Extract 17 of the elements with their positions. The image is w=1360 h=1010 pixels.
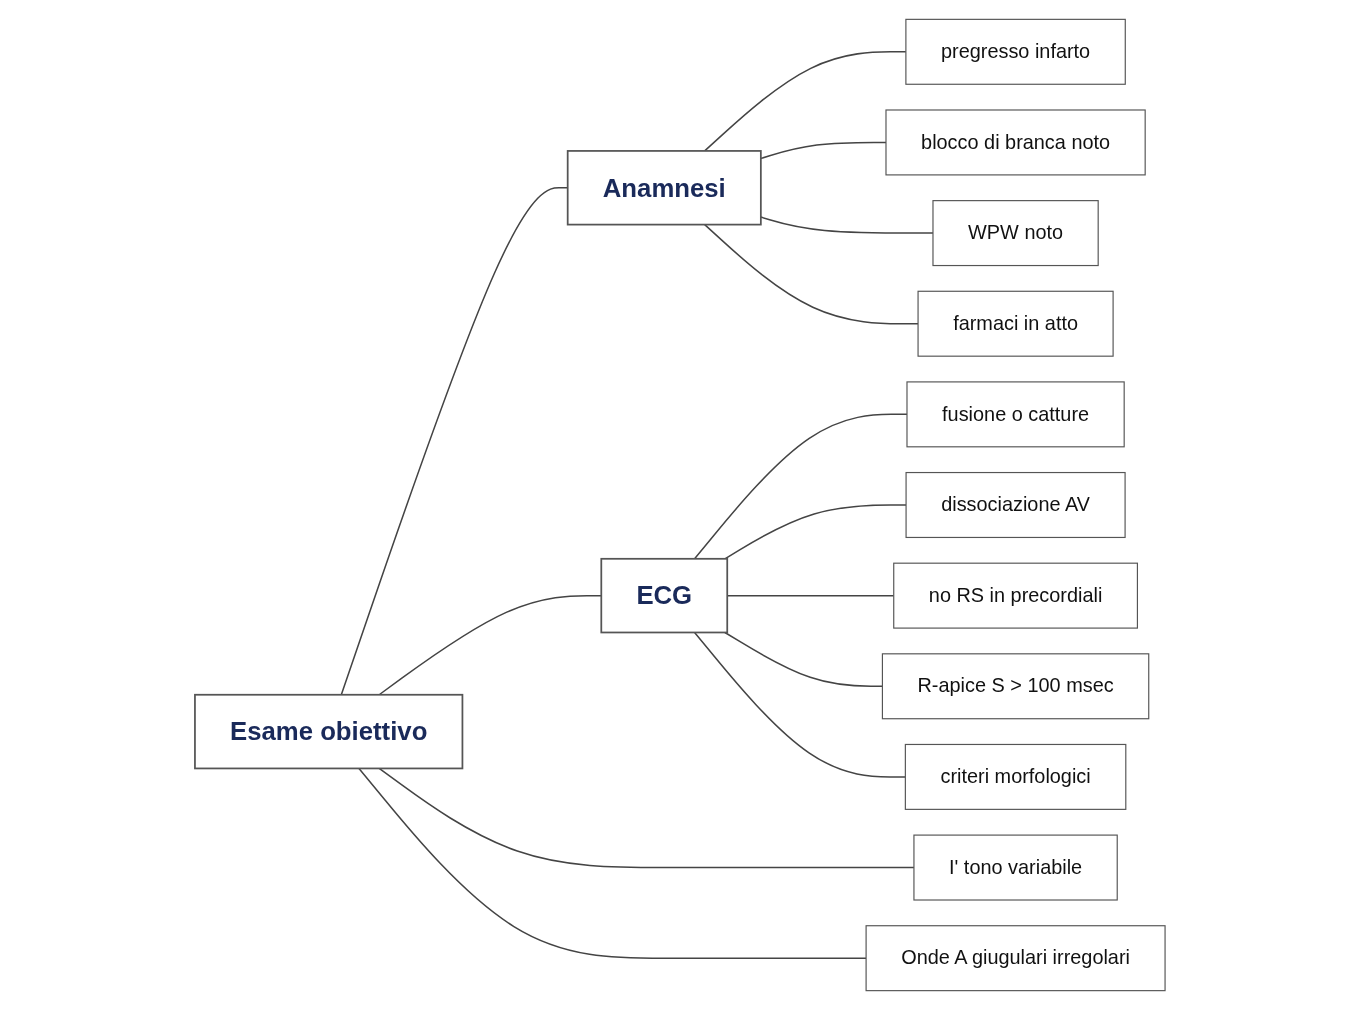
node-box: dissociazione AV	[905, 471, 1126, 539]
node-box: Esame obiettivo	[194, 693, 464, 770]
node-box: no RS in precordiali	[893, 562, 1138, 629]
node-box: I' tono variabile	[913, 834, 1118, 901]
node-box: pregresso infarto	[905, 18, 1126, 85]
connector	[358, 767, 867, 959]
node-box: ECG	[600, 557, 729, 634]
connector	[703, 223, 919, 325]
node-box: Onde A giugulari irregolari	[865, 925, 1166, 992]
node-box: blocco di branca noto	[885, 109, 1146, 176]
node-box: farmaci in atto	[917, 290, 1114, 357]
connector	[724, 504, 907, 560]
node-box: criteri morfologici	[904, 743, 1127, 810]
node-box: fusione o catture	[906, 381, 1125, 448]
node-box: R-apice S > 100 msec	[881, 653, 1150, 720]
node-box: WPW noto	[932, 200, 1099, 267]
node-box: Anamnesi	[566, 150, 762, 226]
